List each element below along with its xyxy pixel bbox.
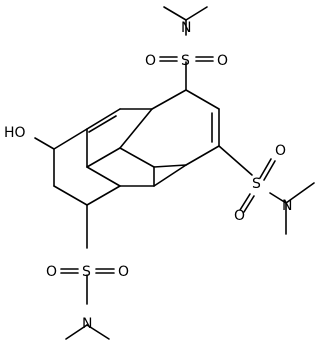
atom-label-s-right: S [252,176,261,192]
atom-label-o-bottom-left: O [46,264,57,280]
so2-double-bonds [60,56,276,274]
atom-label-o-right-down: O [234,208,245,224]
atom-label-o-top-right: O [217,53,228,69]
atom-label-s-bottom: S [82,264,91,280]
bond-lines [34,6,315,340]
atom-label-n-right: N [282,198,292,214]
atom-labels: N S O O N S O O HO S O O N [4,20,292,332]
atom-label-n-bottom: N [82,316,92,332]
atom-label-n-top: N [181,20,191,36]
atom-label-o-top-left: O [145,53,156,69]
atom-label-hydroxyl: HO [4,125,26,141]
atom-label-o-bottom-right: O [118,264,129,280]
atom-label-o-right-up: O [275,143,286,159]
atom-label-s-top: S [181,53,190,69]
